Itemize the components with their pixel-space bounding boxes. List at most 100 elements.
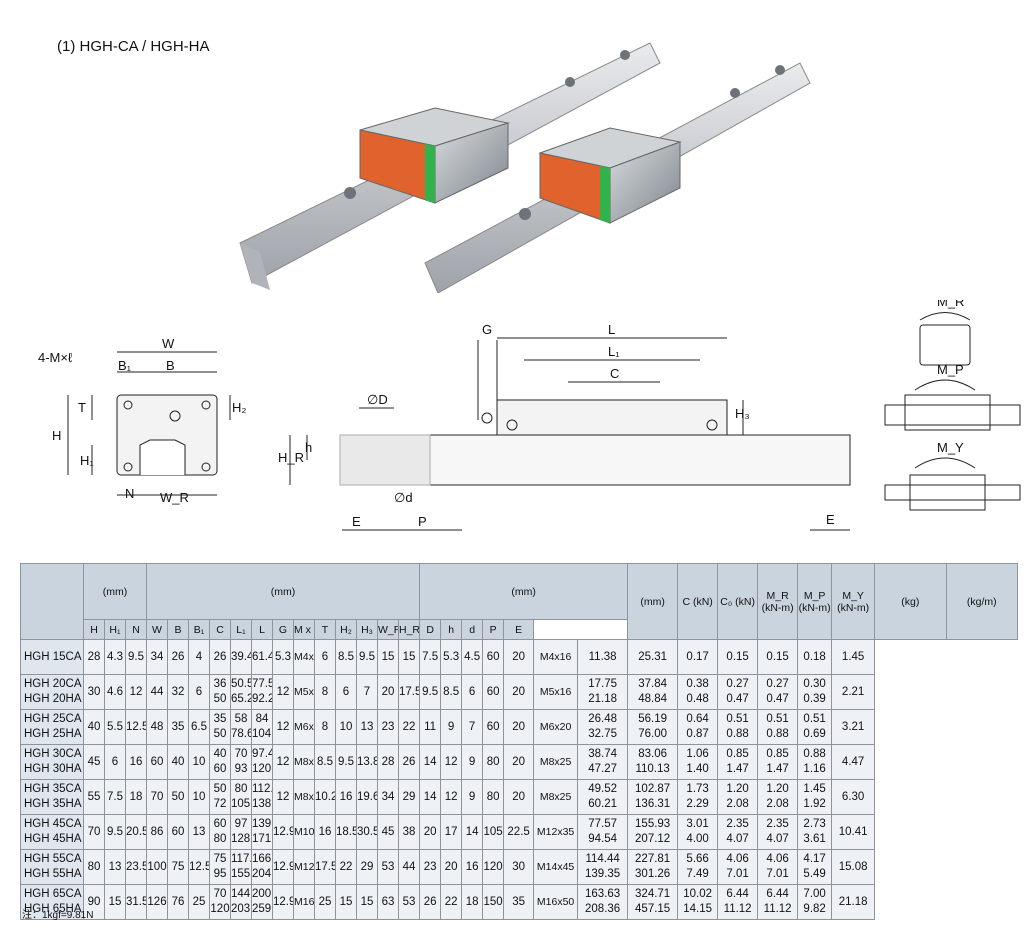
cell-value: 0.38: [686, 678, 709, 690]
cell-value: 0.69: [803, 728, 826, 740]
col-header-1: H₁: [104, 619, 126, 640]
model-name: HGH 25CA: [24, 713, 82, 725]
cell-value: 6.44: [726, 888, 749, 900]
cell-d: 16: [461, 849, 484, 885]
cell-value: 0.51: [726, 713, 749, 725]
cell-h2: 18.5: [335, 814, 357, 850]
cell-wr: 53: [377, 849, 399, 885]
cell-h: 70: [83, 814, 105, 850]
cell-h: 8.5: [440, 674, 463, 710]
cell-c: 26: [209, 639, 231, 675]
group-header-2: (mm): [145, 563, 421, 620]
col-header-mr: M_R (kN-m): [757, 563, 799, 640]
cell-h2: 15: [335, 884, 357, 920]
cell-value: 50: [213, 783, 227, 795]
cell-hr: 53: [397, 884, 421, 920]
model-name: HGH 65CA: [24, 888, 82, 900]
block-right: [538, 127, 682, 224]
col-header-4: B: [167, 619, 189, 640]
cell-h: 17: [440, 814, 463, 850]
cell-value: 144.2: [231, 888, 251, 900]
cell-h2: 9.5: [335, 744, 357, 780]
cell-e: 20: [503, 639, 535, 675]
model-name: HGH 55HA: [24, 868, 82, 880]
cell-value: 204.8: [252, 868, 272, 880]
cell-mxl: M16x20: [293, 884, 315, 920]
cell-n: 18: [125, 779, 147, 815]
cell-value: 84: [255, 713, 269, 725]
cell-value: 47.27: [588, 763, 617, 775]
cell-w: 70: [146, 779, 168, 815]
col-header-20: E: [503, 619, 535, 640]
label-w: W: [162, 336, 175, 351]
col-header-kg: (kg): [874, 563, 947, 640]
cell-hr: 22: [397, 709, 421, 745]
cell-g: 12: [272, 744, 294, 780]
cell-n: 31.5: [125, 884, 147, 920]
cell-l: 112.4138.2: [251, 779, 273, 815]
cell-b1: 6.5: [188, 709, 210, 745]
cell-b: 26: [167, 639, 189, 675]
cell-value: 7.49: [686, 868, 709, 880]
cell-value: 0.88: [766, 728, 789, 740]
cell-wr: 15: [377, 639, 399, 675]
cell-d: 14: [461, 814, 484, 850]
cell-g: 12: [272, 674, 294, 710]
label-small-d: ∅d: [394, 490, 413, 505]
label-t: T: [78, 400, 86, 415]
cell-b1: 4: [188, 639, 210, 675]
col-header-3: W: [146, 619, 168, 640]
cell-value: 6.44: [766, 888, 789, 900]
cell-value: 163.63: [585, 888, 621, 900]
cell-b1: 25: [188, 884, 210, 920]
cell-value: 9.82: [803, 903, 826, 915]
col-header-17: h: [440, 619, 463, 640]
cell-b1: 13: [188, 814, 210, 850]
cell-wr: 34: [377, 779, 399, 815]
cell-value: 17.75: [588, 678, 617, 690]
cell-h3: 15: [356, 884, 378, 920]
col-header-6: C: [209, 619, 231, 640]
cell-value: 0.85: [766, 748, 789, 760]
cell-g: 12.9: [272, 884, 294, 920]
cell-value: 7.01: [726, 868, 749, 880]
cell-h: 9: [440, 709, 463, 745]
cell-l1: 39.4: [230, 639, 252, 675]
cell-b1: 12.5: [188, 849, 210, 885]
cell-h1: 4.3: [104, 639, 126, 675]
cell-wr: 20: [377, 674, 399, 710]
col-header-c0: C₀ (kN): [717, 563, 759, 640]
cell-mxl: M12x18: [293, 849, 315, 885]
col-header-7: L₁: [230, 619, 252, 640]
cell-h: 28: [83, 639, 105, 675]
cell-t: 25: [314, 884, 336, 920]
cell-d: 7: [461, 709, 484, 745]
model-header: [20, 563, 84, 640]
cell-value: 1.40: [686, 763, 709, 775]
cell-value: 0.18: [803, 650, 826, 663]
cell-value: 4.17: [803, 853, 826, 865]
model-name: HGH 30CA: [24, 748, 82, 760]
